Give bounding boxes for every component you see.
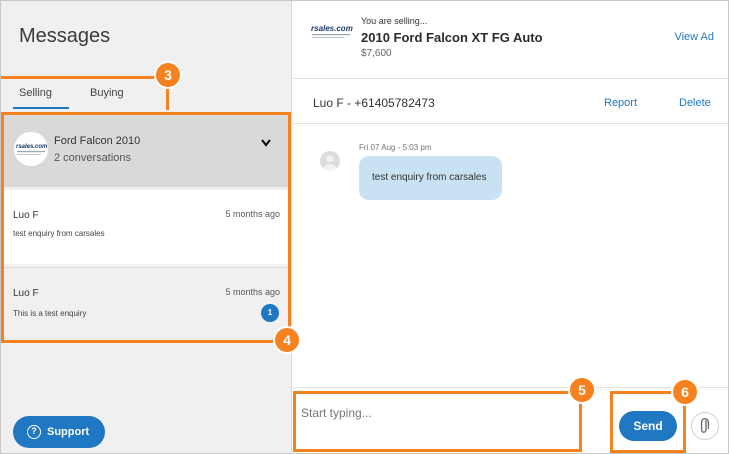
chevron-down-icon[interactable] [260,135,272,147]
report-link[interactable]: Report [604,97,638,109]
conversation-preview: This is a test enquiry [13,309,87,318]
ad-price: $7,600 [361,48,392,59]
compose-bar: Send [293,387,728,453]
conversation-item[interactable]: Luo F 5 months ago test enquiry from car… [4,190,289,264]
listing-title: Ford Falcon 2010 [54,135,141,147]
conversation-preview: test enquiry from carsales [13,229,105,238]
tab-bar: Selling Buying [1,79,292,111]
listing-conversation-count: 2 conversations [54,152,132,164]
conversation-name: Luo F [13,210,39,221]
conversation-item[interactable]: Luo F 5 months ago This is a test enquir… [4,267,289,341]
annotation-marker: 6 [671,378,699,406]
conversation-name: Luo F [13,288,39,299]
ad-header: rsales.com You are selling... 2010 Ford … [293,1,728,79]
message-input[interactable] [301,398,551,428]
svg-text:rsales.com: rsales.com [311,24,353,33]
unread-badge: 1 [261,304,279,322]
tab-selling[interactable]: Selling [19,87,53,99]
annotation-marker: 3 [154,61,182,89]
selling-label: You are selling... [361,16,428,26]
conversations-panel: Messages Selling Buying rsales.com Ford … [1,1,292,453]
conversation-time: 5 months ago [225,209,280,219]
message-bubble: test enquiry from carsales [359,156,502,200]
message-timestamp: Fri 07 Aug - 5:03 pm [359,143,432,152]
help-circle-icon: ? [27,425,41,439]
support-button[interactable]: ? Support [13,416,105,448]
delete-link[interactable]: Delete [679,97,711,109]
carsales-logo-icon: rsales.com [311,20,353,46]
paperclip-icon [700,418,710,433]
annotation-marker: 5 [568,376,596,404]
ad-title: 2010 Ford Falcon XT FG Auto [361,30,543,45]
conversation-time: 5 months ago [225,287,280,297]
tab-selected-indicator [13,107,69,109]
contact-bar: Luo F - +61405782473 Report Delete [293,80,728,124]
carsales-logo-icon: rsales.com [14,132,48,166]
tab-buying[interactable]: Buying [90,87,124,99]
view-ad-link[interactable]: View Ad [674,31,714,43]
thread-panel: rsales.com You are selling... 2010 Ford … [293,1,728,453]
contact-name: Luo F - +61405782473 [313,96,435,110]
listing-group[interactable]: rsales.com Ford Falcon 2010 2 conversati… [4,115,289,187]
support-label: Support [47,426,90,438]
attach-button[interactable] [691,412,719,440]
svg-text:rsales.com: rsales.com [16,144,48,150]
annotation-marker: 4 [273,326,301,354]
avatar [320,151,340,171]
send-button[interactable]: Send [619,411,677,441]
page-title: Messages [19,25,111,47]
